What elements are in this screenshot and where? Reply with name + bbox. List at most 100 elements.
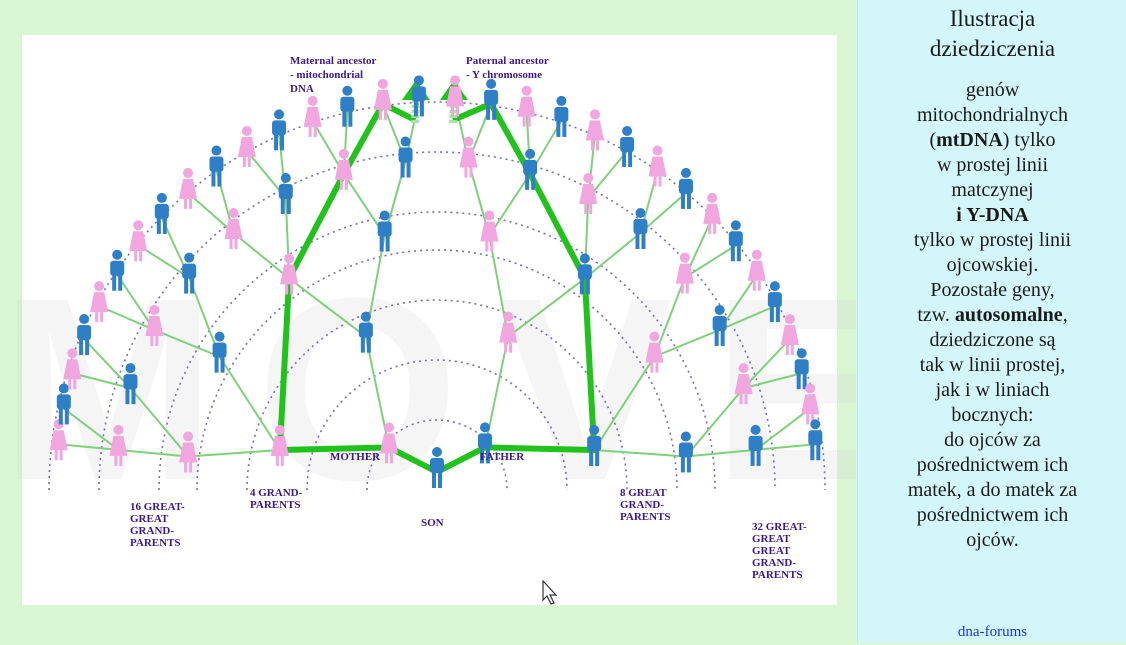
family-link bbox=[584, 232, 642, 280]
mother-label: MOTHER bbox=[330, 451, 381, 463]
family-link bbox=[187, 192, 235, 234]
family-link bbox=[188, 449, 280, 458]
description-text: genów mitochondrialnych (mtDNA) tylko w … bbox=[907, 79, 1078, 551]
maternal-ancestor-label-2: - mitochondrial bbox=[290, 69, 363, 81]
male-person-icon bbox=[340, 85, 355, 127]
generation-ring bbox=[196, 249, 678, 491]
male-person-icon bbox=[477, 422, 492, 464]
autosomal-term: autosomalne bbox=[954, 304, 1063, 326]
family-link bbox=[507, 277, 586, 338]
male-person-icon bbox=[794, 348, 809, 390]
family-link bbox=[685, 448, 756, 458]
generation-ring bbox=[366, 419, 508, 491]
female-person-icon bbox=[49, 419, 68, 461]
male-person-icon bbox=[398, 136, 413, 178]
mtdna-term: mtDNA bbox=[936, 129, 1003, 151]
family-link bbox=[719, 305, 776, 331]
generation-ring bbox=[48, 101, 826, 491]
female-person-icon bbox=[334, 148, 353, 190]
diagram-panel: MOVERI Maternal ancestor - mitochondrial… bbox=[22, 35, 837, 605]
female-person-icon bbox=[499, 311, 518, 353]
male-person-icon bbox=[358, 311, 373, 353]
family-link bbox=[587, 150, 628, 199]
people bbox=[49, 75, 823, 488]
female-person-icon bbox=[63, 348, 82, 390]
female-person-icon bbox=[579, 172, 598, 214]
family-link bbox=[754, 407, 811, 451]
female-person-icon bbox=[90, 281, 109, 323]
female-person-icon bbox=[648, 145, 667, 187]
ydna-term: Y-DNA bbox=[966, 204, 1029, 226]
male-person-icon bbox=[154, 192, 169, 234]
family-link bbox=[684, 244, 737, 279]
male-person-icon bbox=[728, 220, 743, 262]
female-person-icon bbox=[380, 422, 399, 464]
female-person-icon bbox=[703, 192, 722, 234]
family-link bbox=[594, 449, 686, 458]
family-link bbox=[116, 274, 156, 331]
female-person-icon bbox=[179, 431, 198, 473]
grandparents-label: 4 GRAND-PARENTS bbox=[250, 487, 303, 511]
female-person-icon bbox=[373, 78, 392, 120]
male-person-icon bbox=[678, 431, 693, 473]
female-person-icon bbox=[459, 136, 478, 178]
female-person-icon bbox=[747, 249, 766, 291]
male-person-icon bbox=[484, 78, 499, 120]
male-person-icon bbox=[748, 424, 763, 466]
male-person-icon bbox=[411, 75, 426, 117]
generation-ring bbox=[98, 151, 776, 491]
male-person-icon bbox=[182, 252, 197, 294]
female-person-icon bbox=[446, 75, 465, 117]
male-person-icon bbox=[554, 95, 569, 137]
family-link bbox=[58, 443, 119, 451]
female-person-icon bbox=[280, 253, 299, 295]
inheritance-fan-diagram: Maternal ancestor - mitochondrial DNA Pa… bbox=[48, 55, 826, 581]
maternal-line-path bbox=[276, 100, 439, 475]
male-person-icon bbox=[577, 253, 592, 295]
paternal-ancestor-label: Paternal ancestor bbox=[466, 55, 549, 67]
generation-ring bbox=[306, 359, 568, 491]
family-link bbox=[743, 372, 802, 390]
family-link bbox=[72, 372, 131, 390]
female-person-icon bbox=[303, 95, 322, 137]
family-link bbox=[488, 173, 531, 237]
generation-rings bbox=[48, 101, 826, 491]
family-link bbox=[742, 338, 791, 389]
family-link bbox=[593, 356, 656, 451]
description-title: Ilustracja dziedziczenia bbox=[929, 6, 1056, 61]
mouse-cursor-icon bbox=[542, 580, 558, 605]
family-link bbox=[83, 338, 132, 389]
male-person-icon bbox=[712, 304, 727, 346]
family-link bbox=[129, 387, 189, 458]
male-person-icon bbox=[209, 145, 224, 187]
female-person-icon bbox=[480, 210, 499, 252]
male-person-icon bbox=[587, 425, 602, 467]
family-link bbox=[153, 329, 220, 358]
male-person-icon bbox=[56, 383, 71, 425]
family-link bbox=[288, 277, 367, 338]
female-person-icon bbox=[129, 220, 148, 262]
male-person-icon bbox=[633, 208, 648, 250]
family-link bbox=[654, 329, 721, 358]
female-person-icon bbox=[179, 167, 198, 209]
direct-lineage-paths bbox=[276, 80, 598, 475]
description-panel: Ilustracja dziedziczenia genów mitochond… bbox=[857, 0, 1126, 643]
family-link bbox=[118, 448, 189, 458]
female-person-icon bbox=[145, 304, 164, 346]
female-person-icon bbox=[734, 363, 753, 405]
source-link[interactable]: dna-forums bbox=[957, 624, 1028, 640]
paternal-line-path bbox=[435, 100, 598, 475]
female-person-icon bbox=[780, 314, 799, 356]
male-person-icon bbox=[678, 167, 693, 209]
female-person-icon bbox=[645, 331, 664, 373]
male-person-icon bbox=[430, 447, 444, 488]
generation-ring bbox=[246, 299, 628, 491]
family-link bbox=[639, 192, 687, 234]
family-link bbox=[232, 232, 290, 280]
male-person-icon bbox=[620, 125, 635, 167]
male-person-icon bbox=[278, 172, 293, 214]
male-person-icon bbox=[523, 148, 538, 190]
